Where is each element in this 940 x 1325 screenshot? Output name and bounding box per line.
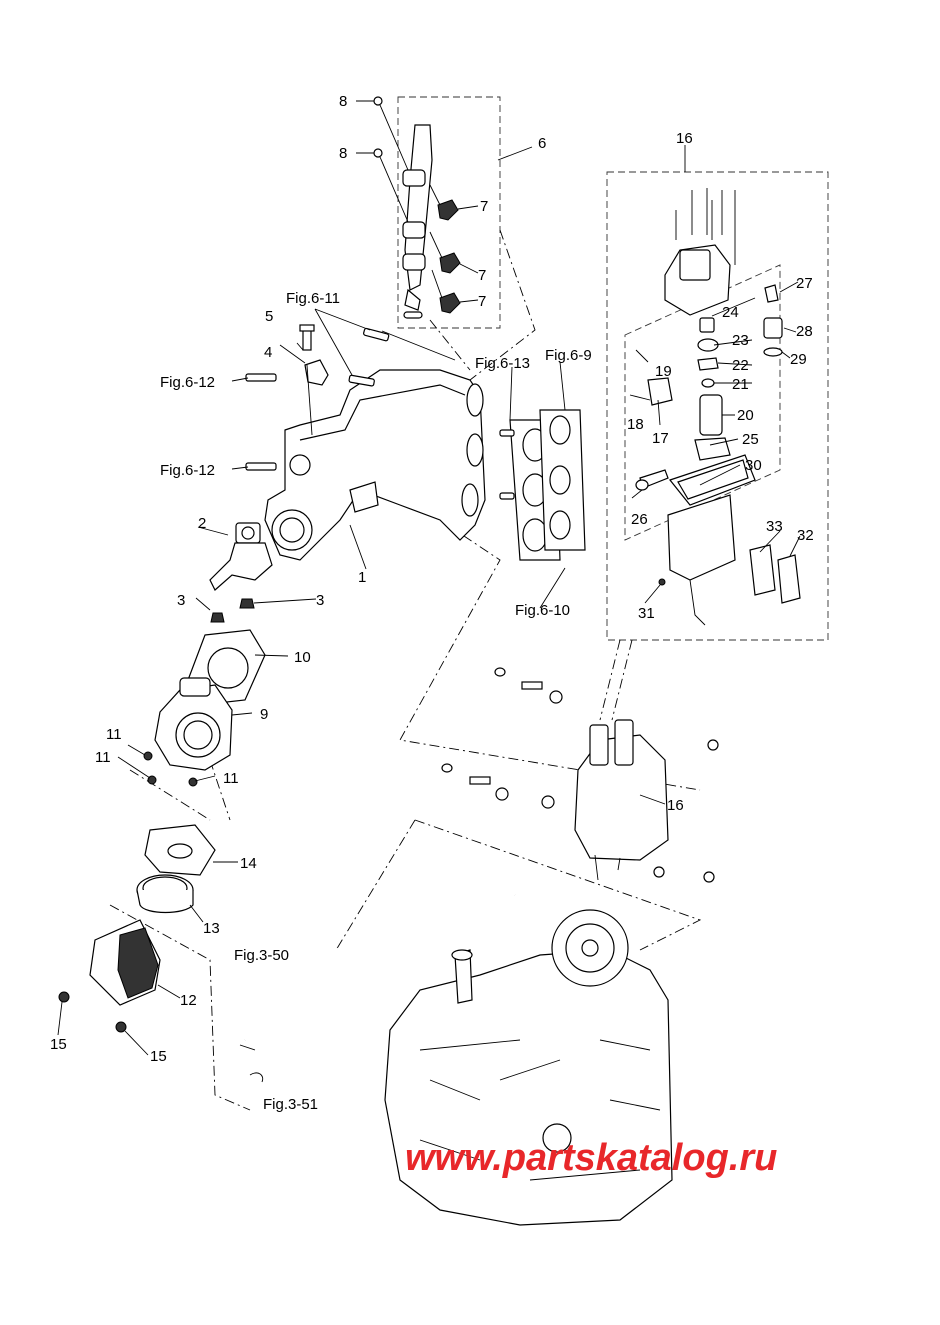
manifold-studs xyxy=(499,429,515,500)
fuel-rail-assembly-box xyxy=(397,96,501,329)
throttle-body xyxy=(154,677,233,771)
fig-ref-3-51: Fig.3-51 xyxy=(263,1096,318,1113)
manifold-gasket-2 xyxy=(539,409,586,551)
idle-air-valve xyxy=(209,522,273,591)
callout-14: 14 xyxy=(240,855,257,872)
callout-8b: 8 xyxy=(339,145,347,162)
callout-15b: 15 xyxy=(150,1048,167,1065)
callout-6: 6 xyxy=(538,135,546,152)
pump-connector xyxy=(629,349,673,406)
ref-line-vst-to-block xyxy=(329,819,702,961)
callout-8a: 8 xyxy=(339,93,347,110)
callout-28: 28 xyxy=(796,323,813,340)
callout-12: 12 xyxy=(180,992,197,1009)
manifold-bolts xyxy=(245,327,390,471)
callout-29: 29 xyxy=(790,351,807,368)
pump-cover xyxy=(664,244,731,316)
throttle-screws xyxy=(143,751,198,787)
fig-ref-6-12b: Fig.6-12 xyxy=(160,462,215,479)
callout-10: 10 xyxy=(294,649,311,666)
fuel-rail xyxy=(402,124,433,319)
callout-18: 18 xyxy=(627,416,644,433)
callout-3a: 3 xyxy=(177,592,185,609)
callout-21: 21 xyxy=(732,376,749,393)
callout-11b: 11 xyxy=(95,749,111,766)
fuel-filter xyxy=(635,469,669,491)
callout-7a: 7 xyxy=(480,198,488,215)
breather-hose xyxy=(239,881,516,1083)
rail-bolt-1 xyxy=(373,96,383,106)
rail-bolt-2 xyxy=(373,148,383,158)
float-chamber xyxy=(667,494,736,626)
callout-32: 32 xyxy=(797,527,814,544)
watermark: www.partskatalog.ru xyxy=(405,1137,777,1179)
pump-cover-screws xyxy=(675,188,736,265)
pump-gasket xyxy=(668,454,756,506)
callout-11c: 11 xyxy=(223,770,239,787)
callout-9: 9 xyxy=(260,706,268,723)
callout-24: 24 xyxy=(722,304,739,321)
callout-5: 5 xyxy=(265,308,273,325)
fig-ref-3-50: Fig.3-50 xyxy=(234,947,289,964)
pump-internals xyxy=(694,317,731,461)
sensor-bolt xyxy=(299,324,315,351)
fuel-injector-1 xyxy=(437,199,459,221)
callout-15a: 15 xyxy=(50,1036,67,1053)
valve-screw-1 xyxy=(210,612,225,623)
callout-31: 31 xyxy=(638,605,655,622)
callout-2: 2 xyxy=(198,515,206,532)
callout-1: 1 xyxy=(358,569,366,586)
ref-line-rail-to-manifold xyxy=(429,229,536,381)
callout-26: 26 xyxy=(631,511,648,528)
fuel-pressure-regulator xyxy=(763,284,783,357)
ref-line-pump-to-vst xyxy=(599,639,633,721)
ref-line-manifold-to-block xyxy=(379,479,701,791)
callout-33: 33 xyxy=(766,518,783,535)
sensor xyxy=(304,359,329,386)
fig-ref-6-11: Fig.6-11 xyxy=(286,290,340,307)
callout-17: 17 xyxy=(652,430,669,447)
callout-22: 22 xyxy=(732,357,749,374)
callout-20: 20 xyxy=(737,407,754,424)
callout-19: 19 xyxy=(655,363,672,380)
callout-13: 13 xyxy=(203,920,220,937)
fig-ref-6-10: Fig.6-10 xyxy=(515,602,570,619)
fuel-injector-3 xyxy=(439,292,461,314)
intake-manifold xyxy=(264,369,486,561)
fig-ref-6-13: Fig.6-13 xyxy=(475,355,530,372)
adapter-plate xyxy=(144,824,216,876)
ref-line-throttle-chain xyxy=(109,759,251,1111)
callout-16a: 16 xyxy=(676,130,693,147)
callout-25: 25 xyxy=(742,431,759,448)
seal-ring xyxy=(136,874,194,914)
leader-lines xyxy=(57,100,801,1056)
fig-ref-6-9: Fig.6-9 xyxy=(545,347,592,364)
vst-mount-hardware xyxy=(441,667,719,883)
silencer-screw-2 xyxy=(115,1021,127,1033)
callout-7c: 7 xyxy=(478,293,486,310)
fuel-pump-assembly-box xyxy=(606,171,829,641)
fig-ref-6-12a: Fig.6-12 xyxy=(160,374,215,391)
callout-16b: 16 xyxy=(667,797,684,814)
callout-3b: 3 xyxy=(316,592,324,609)
vapor-separator-tank xyxy=(574,719,669,881)
callout-23: 23 xyxy=(732,332,749,349)
chamber-screw xyxy=(658,578,666,586)
valve-screw-2 xyxy=(239,598,255,609)
callout-11a: 11 xyxy=(106,726,122,743)
callout-7b: 7 xyxy=(478,267,486,284)
engine-block xyxy=(384,909,673,1226)
callout-30: 30 xyxy=(745,457,762,474)
fuel-injector-2 xyxy=(439,252,461,274)
callout-27: 27 xyxy=(796,275,813,292)
chamber-plate-gaskets xyxy=(749,544,801,604)
silencer-screw-1 xyxy=(58,991,70,1003)
callout-4: 4 xyxy=(264,344,272,361)
air-intake-silencer xyxy=(89,919,161,1006)
